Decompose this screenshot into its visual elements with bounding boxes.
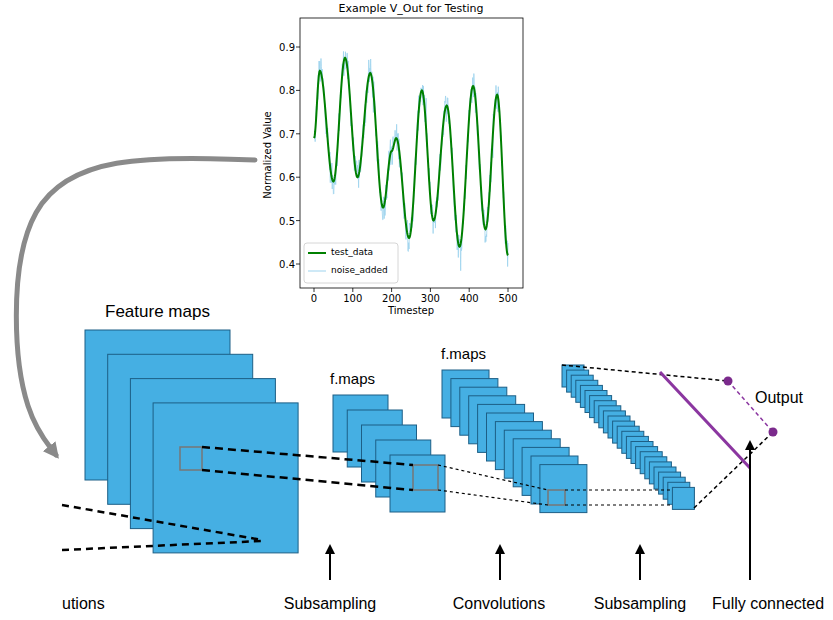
tick-label: 500 xyxy=(498,293,517,304)
tick xyxy=(430,288,431,292)
tick-label: 300 xyxy=(421,293,440,304)
legend-text: noise_added xyxy=(331,265,388,275)
layer-heading: f.maps xyxy=(441,345,486,362)
receptive-field-line xyxy=(565,489,672,490)
fc-line xyxy=(660,372,750,468)
pointer-arrow xyxy=(499,546,501,580)
pointer-arrow xyxy=(329,546,331,580)
feature-map-stack xyxy=(333,395,445,512)
layer-caption: utions xyxy=(62,595,105,613)
axis-title: Normalized Value xyxy=(262,111,273,198)
data-line xyxy=(314,58,508,255)
receptive-field-line xyxy=(694,432,773,508)
feature-map-group: f.maps xyxy=(438,343,590,518)
feature-map xyxy=(153,403,298,553)
tick-label: 100 xyxy=(343,293,362,304)
feature-map-stack xyxy=(85,330,298,553)
noise-line xyxy=(314,51,508,270)
tick xyxy=(391,288,392,292)
tick-label: 0.5 xyxy=(279,215,295,226)
pointer-arrow xyxy=(749,442,751,580)
layer-caption: Subsampling xyxy=(594,595,687,613)
tick xyxy=(352,288,353,292)
tick-label: 0.8 xyxy=(279,85,295,96)
legend-box xyxy=(304,243,398,283)
tick-label: 0.9 xyxy=(279,42,295,53)
legend-text: test_data xyxy=(331,247,373,257)
receptive-field-line xyxy=(438,490,548,505)
feature-map xyxy=(672,487,694,509)
layer-caption: Subsampling xyxy=(284,595,377,613)
tick xyxy=(469,288,470,292)
tick xyxy=(296,133,300,134)
receptive-field-line xyxy=(62,505,262,540)
plot-frame xyxy=(300,18,523,288)
tick xyxy=(296,220,300,221)
tick-label: 200 xyxy=(382,293,401,304)
receptive-field-line xyxy=(565,504,672,505)
receptive-field-line xyxy=(562,365,728,381)
tick xyxy=(296,47,300,48)
layer-caption: Convolutions xyxy=(453,595,546,613)
feature-map-stack xyxy=(442,370,587,513)
tick xyxy=(296,90,300,91)
layer-caption: Fully connected xyxy=(712,595,824,613)
tick xyxy=(296,177,300,178)
output-unit xyxy=(769,428,778,437)
tick xyxy=(508,288,509,292)
flow-arrow xyxy=(16,158,255,455)
tick-label: 0.4 xyxy=(279,259,295,270)
kernel-window xyxy=(413,465,438,490)
tick xyxy=(296,264,300,265)
axis-title: Timestep xyxy=(388,305,434,316)
feature-map-group: f.maps xyxy=(328,368,450,516)
receptive-field-line xyxy=(202,470,413,490)
output-label: Output xyxy=(755,389,803,407)
pointer-arrow xyxy=(639,546,641,580)
layer-heading: Feature maps xyxy=(105,302,210,322)
receptive-field-line xyxy=(202,447,413,465)
tick-label: 0.7 xyxy=(279,128,295,139)
feature-map-group: Feature maps xyxy=(60,300,305,560)
chart-title: Example V_Out for Testing xyxy=(339,2,484,15)
receptive-field-line xyxy=(438,465,548,490)
tick-label: 0 xyxy=(311,293,317,304)
tick-label: 400 xyxy=(460,293,479,304)
legend-swatch xyxy=(307,246,327,260)
receptive-field-line xyxy=(728,381,773,432)
kernel-window xyxy=(548,490,565,505)
kernel-window xyxy=(180,447,202,470)
tick-label: 0.6 xyxy=(279,172,295,183)
legend-swatch xyxy=(307,264,327,278)
tick xyxy=(314,288,315,292)
line-chart xyxy=(296,18,523,292)
layer-heading: f.maps xyxy=(330,370,375,387)
chart-panel: Example V_Out for Testing xyxy=(255,0,533,318)
output-unit xyxy=(724,377,733,386)
cnn-illustration xyxy=(62,330,778,580)
receptive-field-line xyxy=(62,541,262,550)
